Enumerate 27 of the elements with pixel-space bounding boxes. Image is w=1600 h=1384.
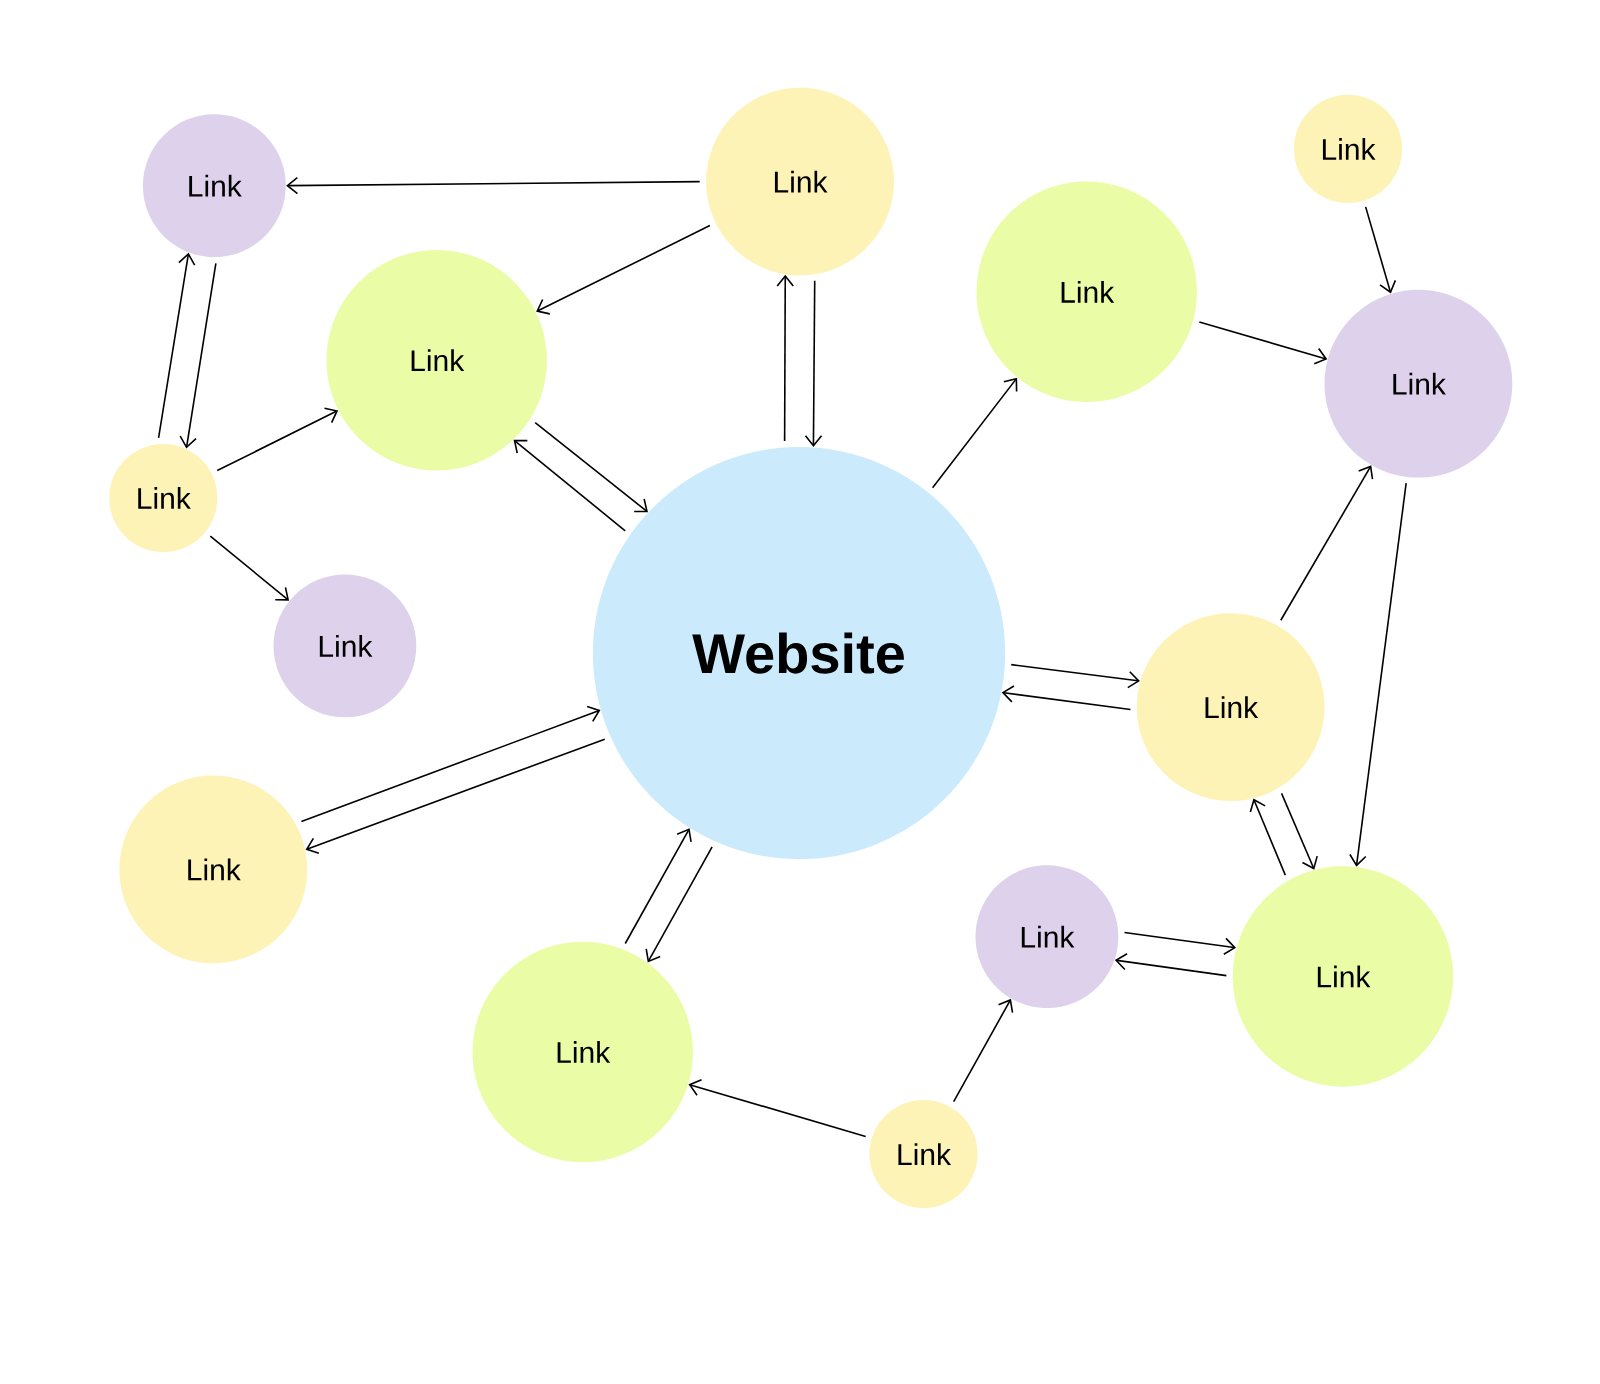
arrow	[1349, 482, 1407, 867]
arrow	[1001, 685, 1132, 711]
arrow	[157, 252, 196, 439]
arrow	[300, 705, 601, 823]
arrow	[1198, 321, 1328, 365]
arrow	[1364, 206, 1397, 294]
arrow	[536, 224, 711, 315]
arrow	[1010, 663, 1140, 689]
arrow	[804, 279, 823, 448]
arrow	[688, 1079, 867, 1138]
arrow	[179, 262, 217, 449]
arrow	[952, 998, 1014, 1103]
arrow	[305, 738, 606, 855]
arrow	[286, 176, 701, 195]
arrow	[513, 439, 626, 532]
arrow	[645, 846, 713, 963]
arrow	[1280, 465, 1374, 622]
arrow	[216, 407, 339, 472]
arrow	[931, 377, 1018, 489]
arrow	[534, 421, 648, 513]
arrow	[624, 828, 692, 945]
arrow	[1249, 798, 1287, 876]
arrow	[1114, 952, 1228, 977]
arrow	[1280, 792, 1318, 870]
arrow	[209, 535, 290, 601]
arrow	[1123, 931, 1237, 956]
arrow	[776, 274, 794, 442]
